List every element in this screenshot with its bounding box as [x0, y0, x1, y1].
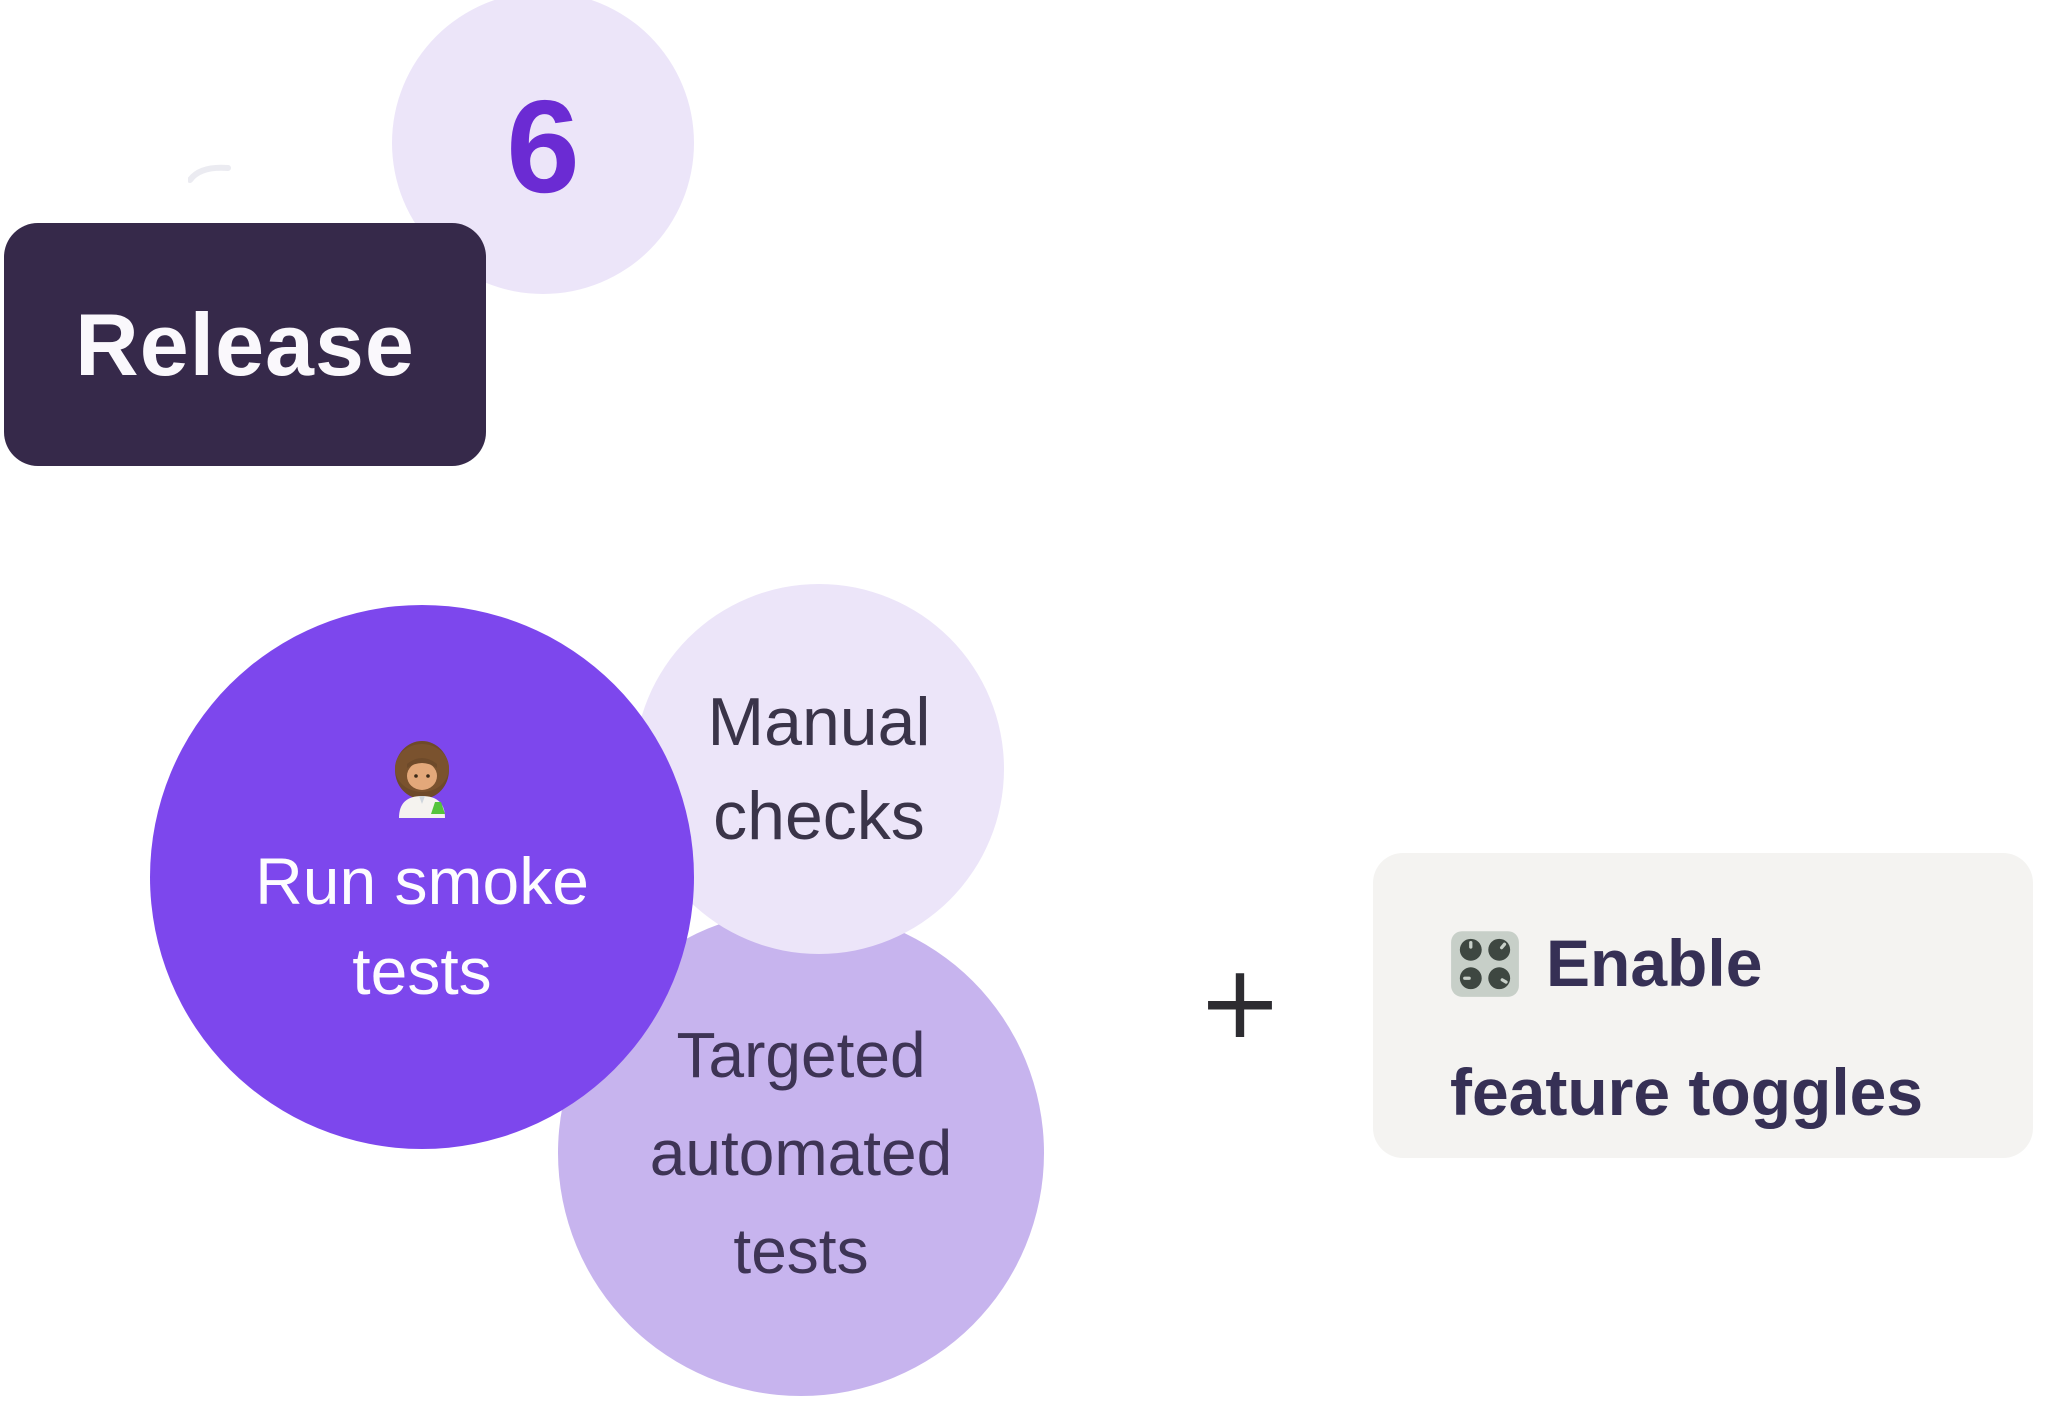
step-circle-run-smoke-tests: Run smoke tests: [150, 605, 694, 1149]
step-number: 6: [506, 73, 580, 220]
control-knobs-icon: [1450, 917, 1520, 1034]
run-smoke-label-line: tests: [352, 934, 492, 1008]
manual-label-line: checks: [713, 778, 925, 854]
plus-operator: +: [1185, 930, 1295, 1075]
plus-symbol: +: [1197, 943, 1283, 1062]
targeted-label-line: tests: [733, 1215, 869, 1287]
step-circle-manual-checks: Manual checks: [634, 584, 1004, 954]
card-label-line: feature toggles: [1450, 1055, 1924, 1129]
feature-toggle-card: Enable feature toggles: [1373, 853, 2033, 1158]
targeted-label-line: Targeted: [676, 1019, 926, 1091]
targeted-label-line: automated: [649, 1117, 953, 1189]
release-badge: Release: [4, 223, 486, 466]
swoosh-decoration: [188, 164, 231, 183]
release-label: Release: [75, 294, 415, 394]
card-label-line: Enable: [1546, 926, 1763, 1000]
run-smoke-label-line: Run smoke: [255, 844, 589, 918]
manual-label-line: Manual: [707, 684, 931, 760]
feature-toggle-card-text: Enable feature toggles: [1373, 853, 2033, 1151]
scientist-emoji-icon: [389, 738, 455, 820]
